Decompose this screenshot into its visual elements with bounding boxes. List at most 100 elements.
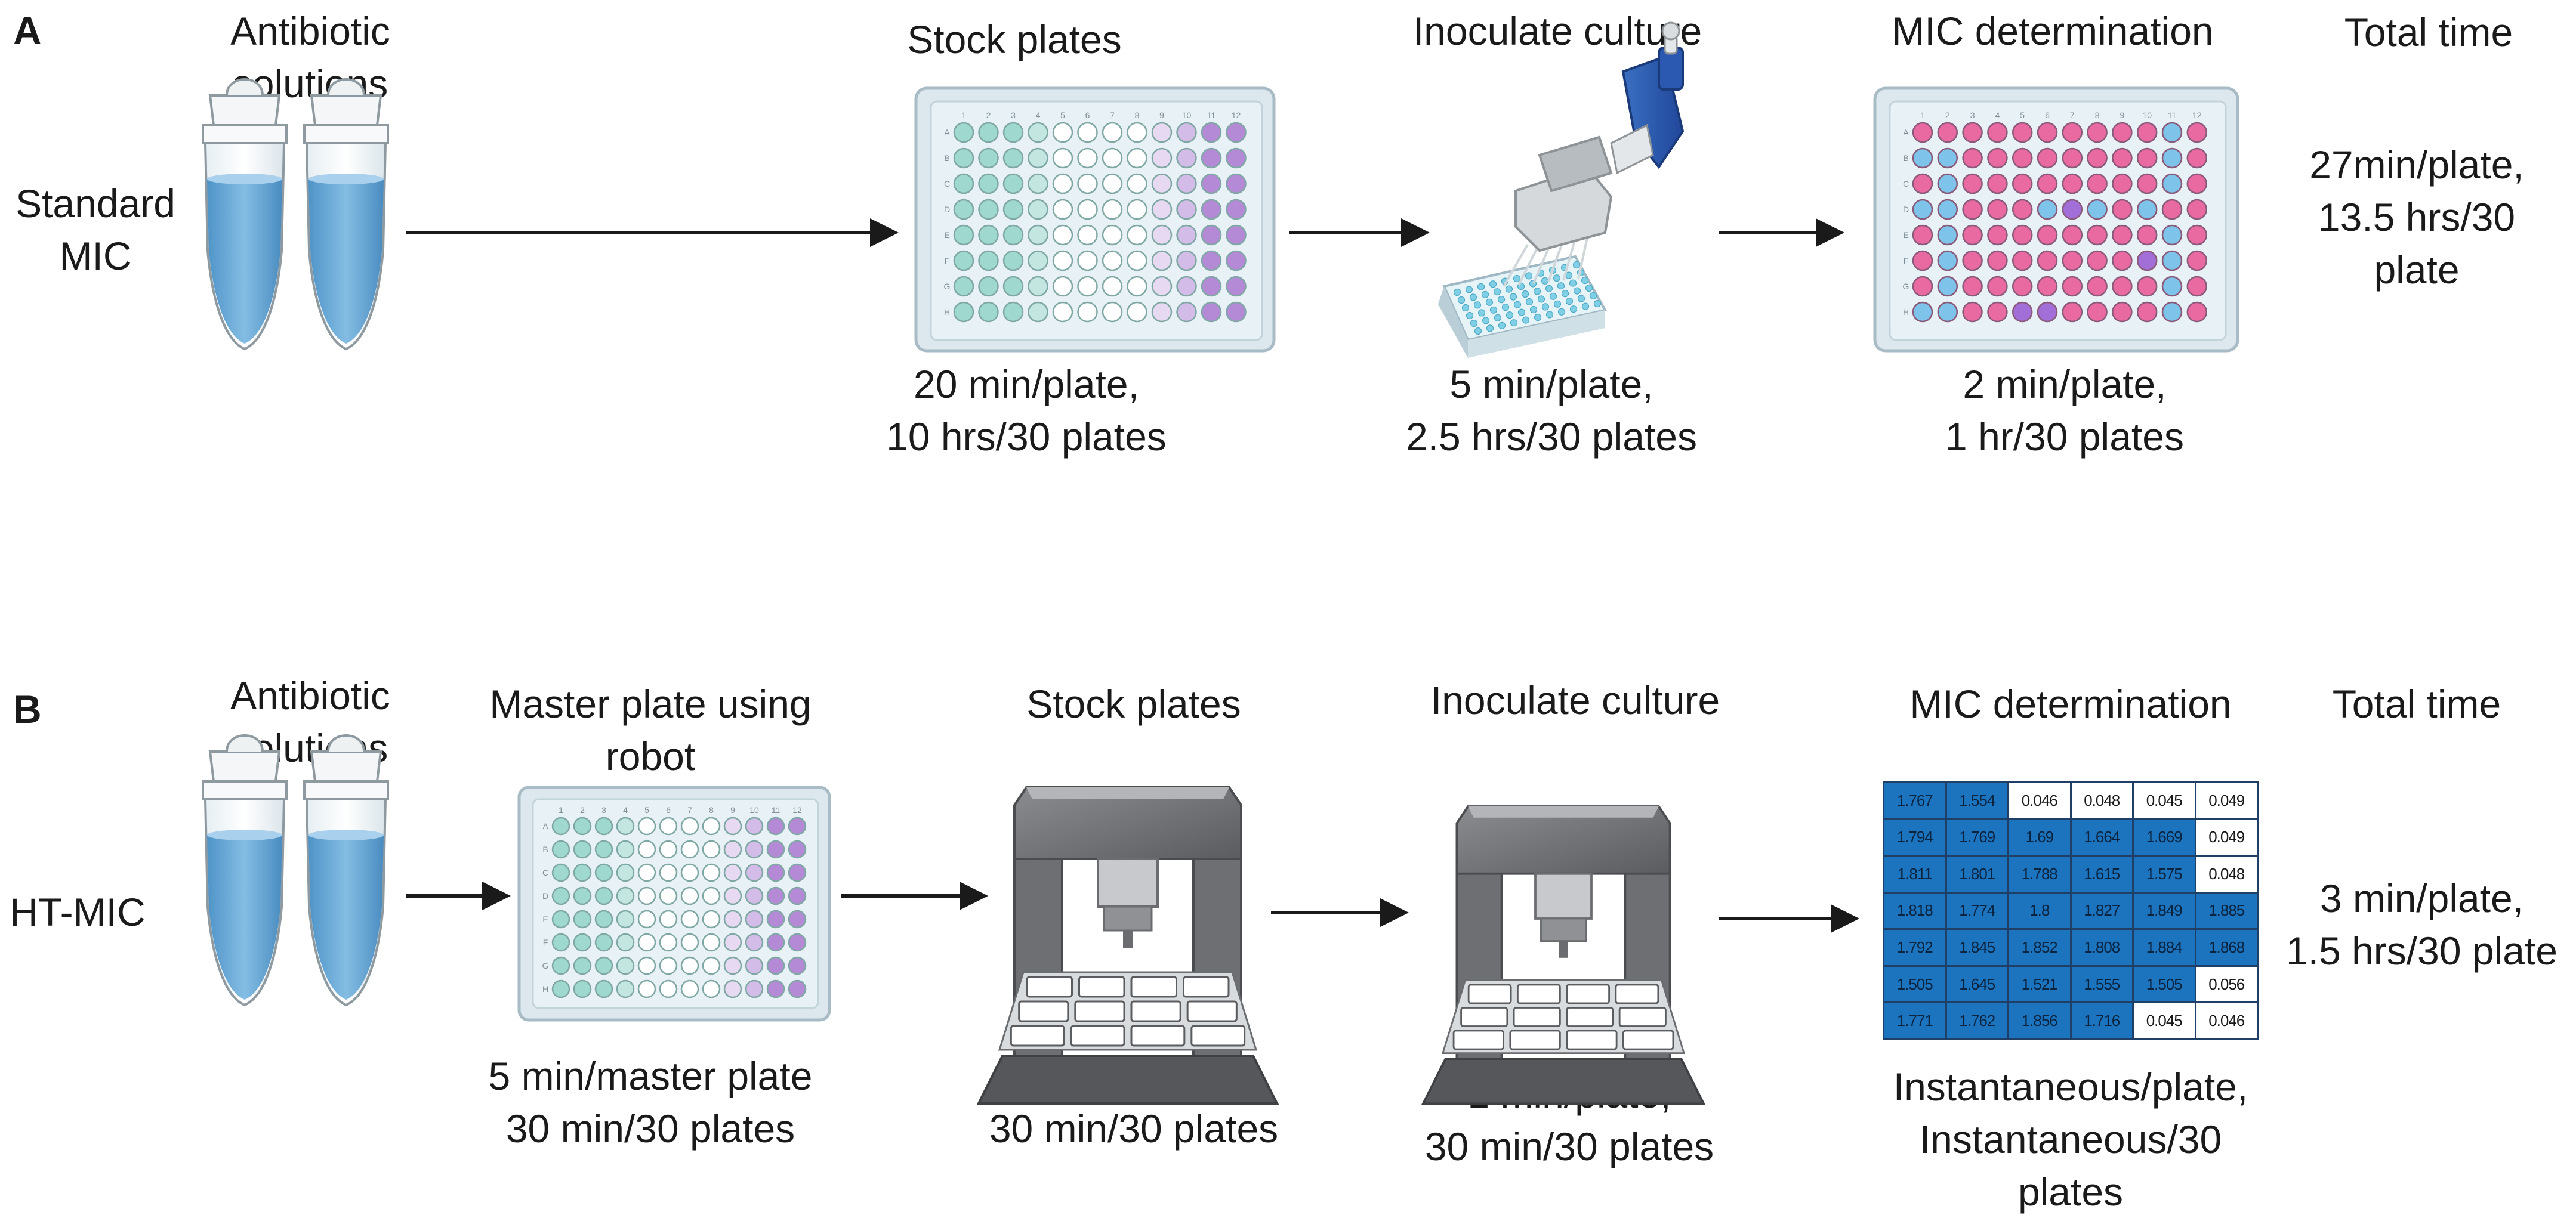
mic-well bbox=[2161, 199, 2183, 220]
plate-well bbox=[978, 250, 999, 271]
plate-well bbox=[551, 933, 570, 952]
plate-well bbox=[788, 979, 807, 998]
od-table-cell: 1.645 bbox=[1945, 964, 2009, 1004]
plate-row-label: D bbox=[542, 891, 548, 901]
plate-well bbox=[616, 840, 635, 859]
mic-well bbox=[1962, 301, 1983, 323]
od-table-cell: 1.885 bbox=[2194, 891, 2259, 930]
panel-a-mic-header: MIC determination bbox=[1892, 9, 2214, 53]
mic-well bbox=[2161, 250, 2183, 271]
inoculation-well bbox=[1517, 308, 1526, 316]
mic-well bbox=[1962, 122, 1983, 143]
od-table-cell: 1.808 bbox=[2069, 928, 2134, 967]
robot-deck-slot bbox=[1026, 976, 1073, 998]
mic-well bbox=[2136, 173, 2158, 194]
inoculation-well bbox=[1506, 311, 1514, 319]
plate-well bbox=[788, 910, 807, 929]
plate-well bbox=[702, 979, 721, 998]
plate-well bbox=[659, 933, 678, 952]
panel-a-label: A bbox=[13, 8, 42, 52]
mic-well bbox=[2136, 301, 2158, 323]
plate-well bbox=[1028, 224, 1048, 246]
plate-well bbox=[978, 199, 999, 220]
plate-well bbox=[1028, 173, 1048, 194]
od-table-cell: 1.554 bbox=[1945, 781, 2009, 820]
inoculation-well bbox=[1505, 285, 1513, 293]
mic-well bbox=[1937, 122, 1958, 143]
plate-row-label: G bbox=[1903, 282, 1909, 291]
plate-well bbox=[1176, 250, 1197, 271]
mic-well bbox=[2087, 224, 2108, 246]
inoculation-well bbox=[1553, 274, 1561, 282]
plate-well bbox=[953, 199, 974, 220]
mic-well bbox=[2012, 301, 2033, 323]
plate-well bbox=[745, 979, 764, 998]
plate-well bbox=[551, 910, 570, 929]
mic-well bbox=[2161, 276, 2183, 297]
mic-well bbox=[2186, 224, 2208, 246]
mic-well bbox=[1987, 301, 2008, 323]
plate-well bbox=[953, 276, 974, 297]
od-table-cell: 1.845 bbox=[1945, 928, 2009, 967]
plate-well bbox=[788, 933, 807, 952]
plate-row-label: C bbox=[1903, 179, 1909, 188]
inoculation-well bbox=[1453, 288, 1461, 296]
mic-well bbox=[2087, 276, 2108, 297]
plate-well bbox=[1226, 147, 1247, 169]
plate-row-label: C bbox=[542, 868, 548, 877]
plate-row-label: D bbox=[1903, 205, 1909, 214]
plate-well bbox=[1151, 250, 1173, 271]
plate-col-label: 6 bbox=[2045, 110, 2050, 120]
plate-col-label: 1 bbox=[1920, 110, 1925, 120]
plate-well bbox=[1002, 199, 1024, 220]
plate-col-label: 1 bbox=[559, 805, 563, 815]
plate-col-label: 8 bbox=[709, 805, 714, 815]
inoculation-well bbox=[1577, 295, 1585, 302]
inoculation-well bbox=[1533, 288, 1541, 295]
plate-well bbox=[594, 979, 613, 998]
plate-well bbox=[573, 979, 592, 998]
plate-well bbox=[573, 933, 592, 952]
plate-well bbox=[1077, 122, 1098, 143]
plate-well bbox=[637, 840, 656, 859]
plate-well bbox=[616, 933, 635, 952]
plate-col-label: 12 bbox=[1232, 110, 1241, 120]
od-table-cell: 0.049 bbox=[2194, 818, 2259, 857]
mic-well bbox=[1962, 250, 1983, 271]
plate-col-label: 10 bbox=[1182, 110, 1192, 120]
od-table-cell: 1.771 bbox=[1883, 1001, 1947, 1040]
plate-well bbox=[1102, 173, 1123, 194]
mic-well bbox=[2062, 122, 2083, 143]
plate-well bbox=[680, 840, 699, 859]
plate-well bbox=[1201, 122, 1222, 143]
mic-well bbox=[2062, 250, 2083, 271]
plate-row-label: E bbox=[944, 230, 949, 240]
inoculation-well bbox=[1549, 292, 1557, 300]
plate-row-label: A bbox=[1903, 128, 1909, 137]
plate-well bbox=[637, 910, 656, 929]
plate-well bbox=[1002, 147, 1024, 169]
od-table-cell: 0.045 bbox=[2132, 1001, 2196, 1040]
inoculation-well bbox=[1557, 282, 1565, 290]
plate-well bbox=[723, 979, 742, 998]
plate-well bbox=[551, 886, 570, 905]
robot-deck-slot bbox=[1183, 976, 1230, 998]
plate-well bbox=[766, 933, 785, 952]
mic-well bbox=[1937, 173, 1958, 194]
plate-well bbox=[1201, 147, 1222, 169]
plate-well bbox=[1151, 301, 1173, 323]
od-table-cell: 0.045 bbox=[2132, 781, 2196, 820]
panel-a-total-line2: 13.5 hrs/30 bbox=[2318, 195, 2516, 239]
panel-a-stock-timing: 20 min/plate, 10 hrs/30 plates bbox=[859, 358, 1193, 463]
plate-well bbox=[659, 956, 678, 975]
plate-col-label: 6 bbox=[666, 805, 671, 815]
plate-well bbox=[1052, 250, 1073, 271]
plate-well bbox=[723, 863, 742, 882]
mic-well bbox=[2112, 199, 2133, 220]
inoculation-well bbox=[1513, 274, 1521, 283]
plate-well bbox=[953, 173, 974, 194]
plate-well bbox=[788, 817, 807, 836]
plate-well bbox=[594, 840, 613, 859]
plate-well bbox=[1176, 147, 1197, 169]
